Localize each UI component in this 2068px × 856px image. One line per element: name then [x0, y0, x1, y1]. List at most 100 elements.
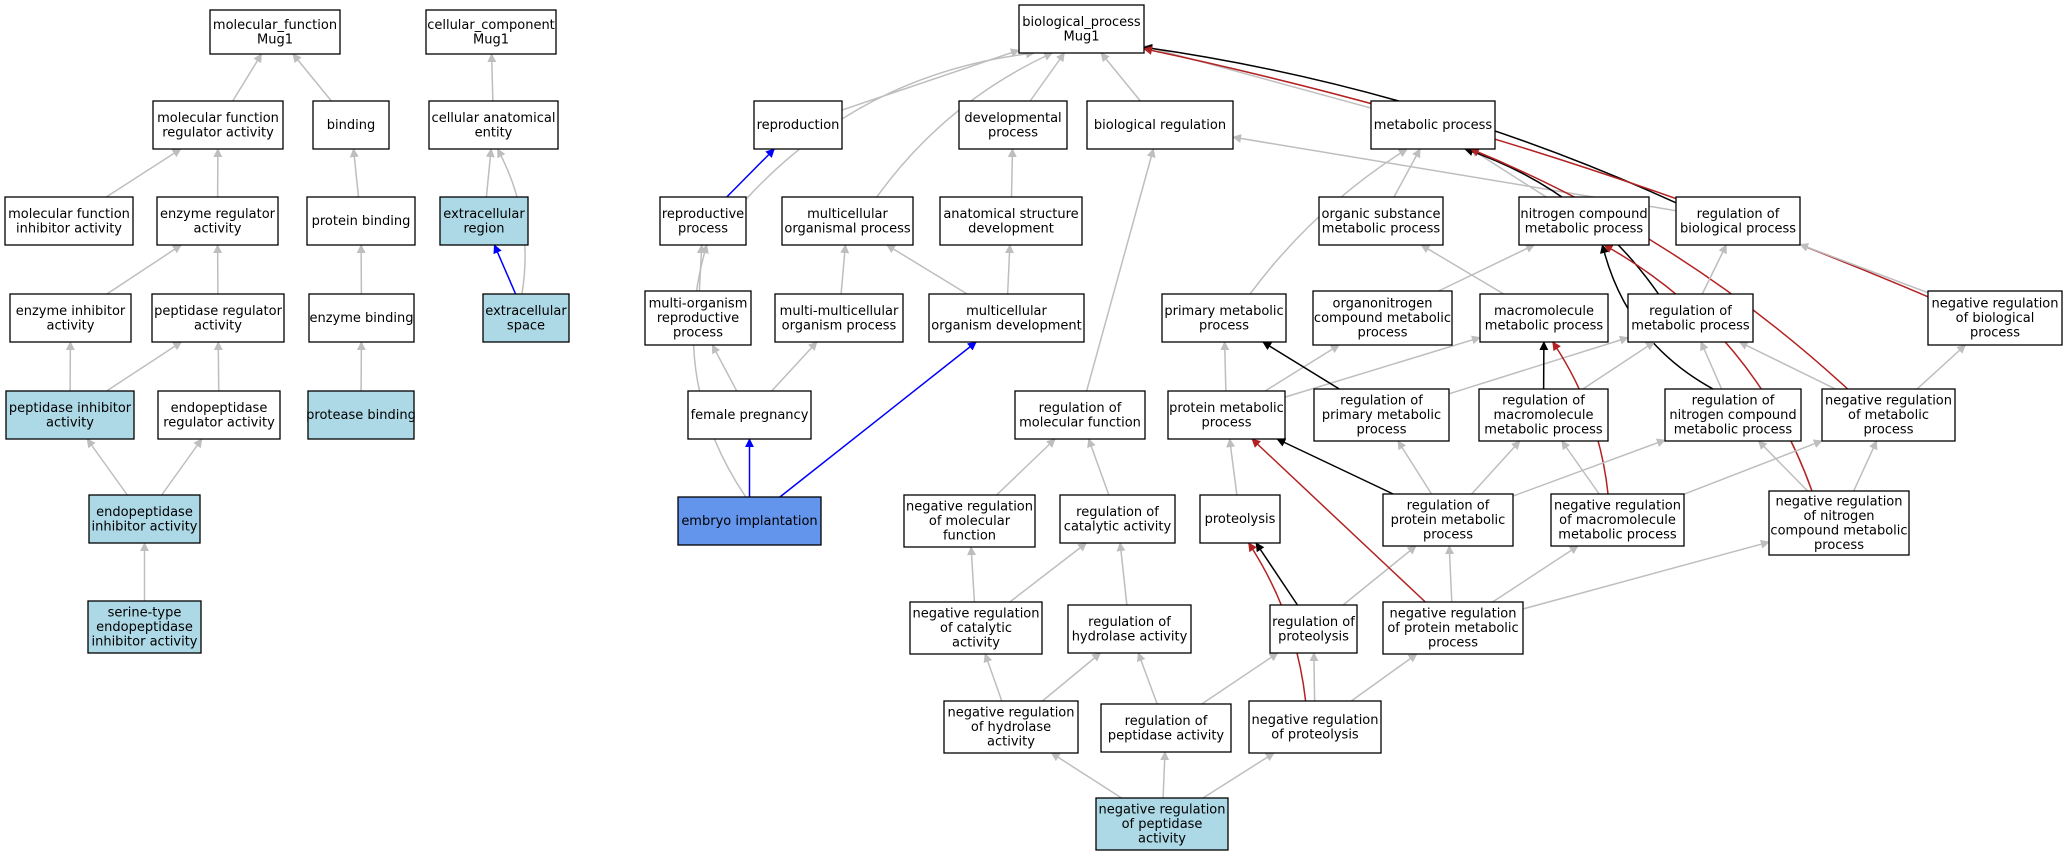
node-box[interactable]: [308, 293, 415, 343]
node-box[interactable]: [1248, 700, 1382, 754]
node-box[interactable]: [1382, 493, 1514, 547]
node-box[interactable]: [687, 390, 812, 440]
node-box[interactable]: [1927, 290, 2063, 346]
node-box[interactable]: [774, 293, 904, 343]
node-box[interactable]: [958, 100, 1068, 150]
node-box[interactable]: [307, 390, 415, 440]
node-box[interactable]: [151, 293, 285, 343]
node-box[interactable]: [1067, 604, 1192, 654]
node-box[interactable]: [428, 100, 559, 150]
node-box[interactable]: [939, 196, 1083, 246]
node-box[interactable]: [88, 494, 201, 544]
node-box[interactable]: [1313, 388, 1450, 442]
node-box[interactable]: [1059, 494, 1176, 544]
node-box[interactable]: [659, 196, 747, 246]
node-box[interactable]: [903, 494, 1036, 548]
node-box[interactable]: [87, 600, 202, 654]
go-term-node-reproduction[interactable]: reproduction: [753, 100, 843, 150]
go-term-node-proteolysis[interactable]: proteolysis: [1199, 494, 1281, 544]
go-term-node-enz-bind[interactable]: enzyme binding: [308, 293, 415, 343]
node-box[interactable]: [1100, 703, 1232, 753]
go-term-node-prot-bind[interactable]: protein binding: [306, 196, 416, 246]
go-term-node-embryo-impl[interactable]: embryo implantation: [677, 496, 822, 546]
node-box[interactable]: [677, 496, 822, 546]
node-box[interactable]: [1014, 390, 1146, 440]
node-box[interactable]: [1821, 388, 1956, 442]
node-box[interactable]: [9, 293, 132, 343]
go-term-node-metab[interactable]: metabolic process: [1370, 100, 1496, 150]
node-box[interactable]: [312, 100, 390, 150]
node-box[interactable]: [1664, 388, 1802, 442]
node-box[interactable]: [1550, 493, 1685, 547]
go-term-node-female-preg[interactable]: female pregnancy: [687, 390, 812, 440]
node-box[interactable]: [209, 9, 341, 55]
node-box[interactable]: [1312, 290, 1453, 346]
node-box[interactable]: [1086, 100, 1234, 150]
node-box[interactable]: [5, 390, 135, 440]
node-box[interactable]: [1370, 100, 1496, 150]
node-box[interactable]: [1627, 293, 1754, 343]
node-box[interactable]: [1167, 390, 1286, 440]
node-box[interactable]: [152, 100, 284, 150]
node-box[interactable]: [157, 390, 281, 440]
node-box[interactable]: [1675, 196, 1801, 246]
node-box[interactable]: [425, 9, 557, 55]
node-box[interactable]: [1382, 601, 1524, 655]
node-box[interactable]: [928, 293, 1085, 343]
node-box[interactable]: [1199, 494, 1281, 544]
go-term-node-bio-reg[interactable]: biological regulation: [1086, 100, 1234, 150]
node-box[interactable]: [156, 196, 279, 246]
node-box[interactable]: [753, 100, 843, 150]
node-box[interactable]: [482, 293, 570, 343]
go-term-node-protease-bind[interactable]: protease binding: [306, 390, 416, 440]
node-box[interactable]: [1768, 490, 1910, 556]
node-box[interactable]: [1518, 196, 1650, 246]
node-box[interactable]: [781, 196, 914, 246]
node-box[interactable]: [306, 196, 416, 246]
node-box[interactable]: [943, 700, 1079, 754]
node-box[interactable]: [1478, 388, 1609, 442]
